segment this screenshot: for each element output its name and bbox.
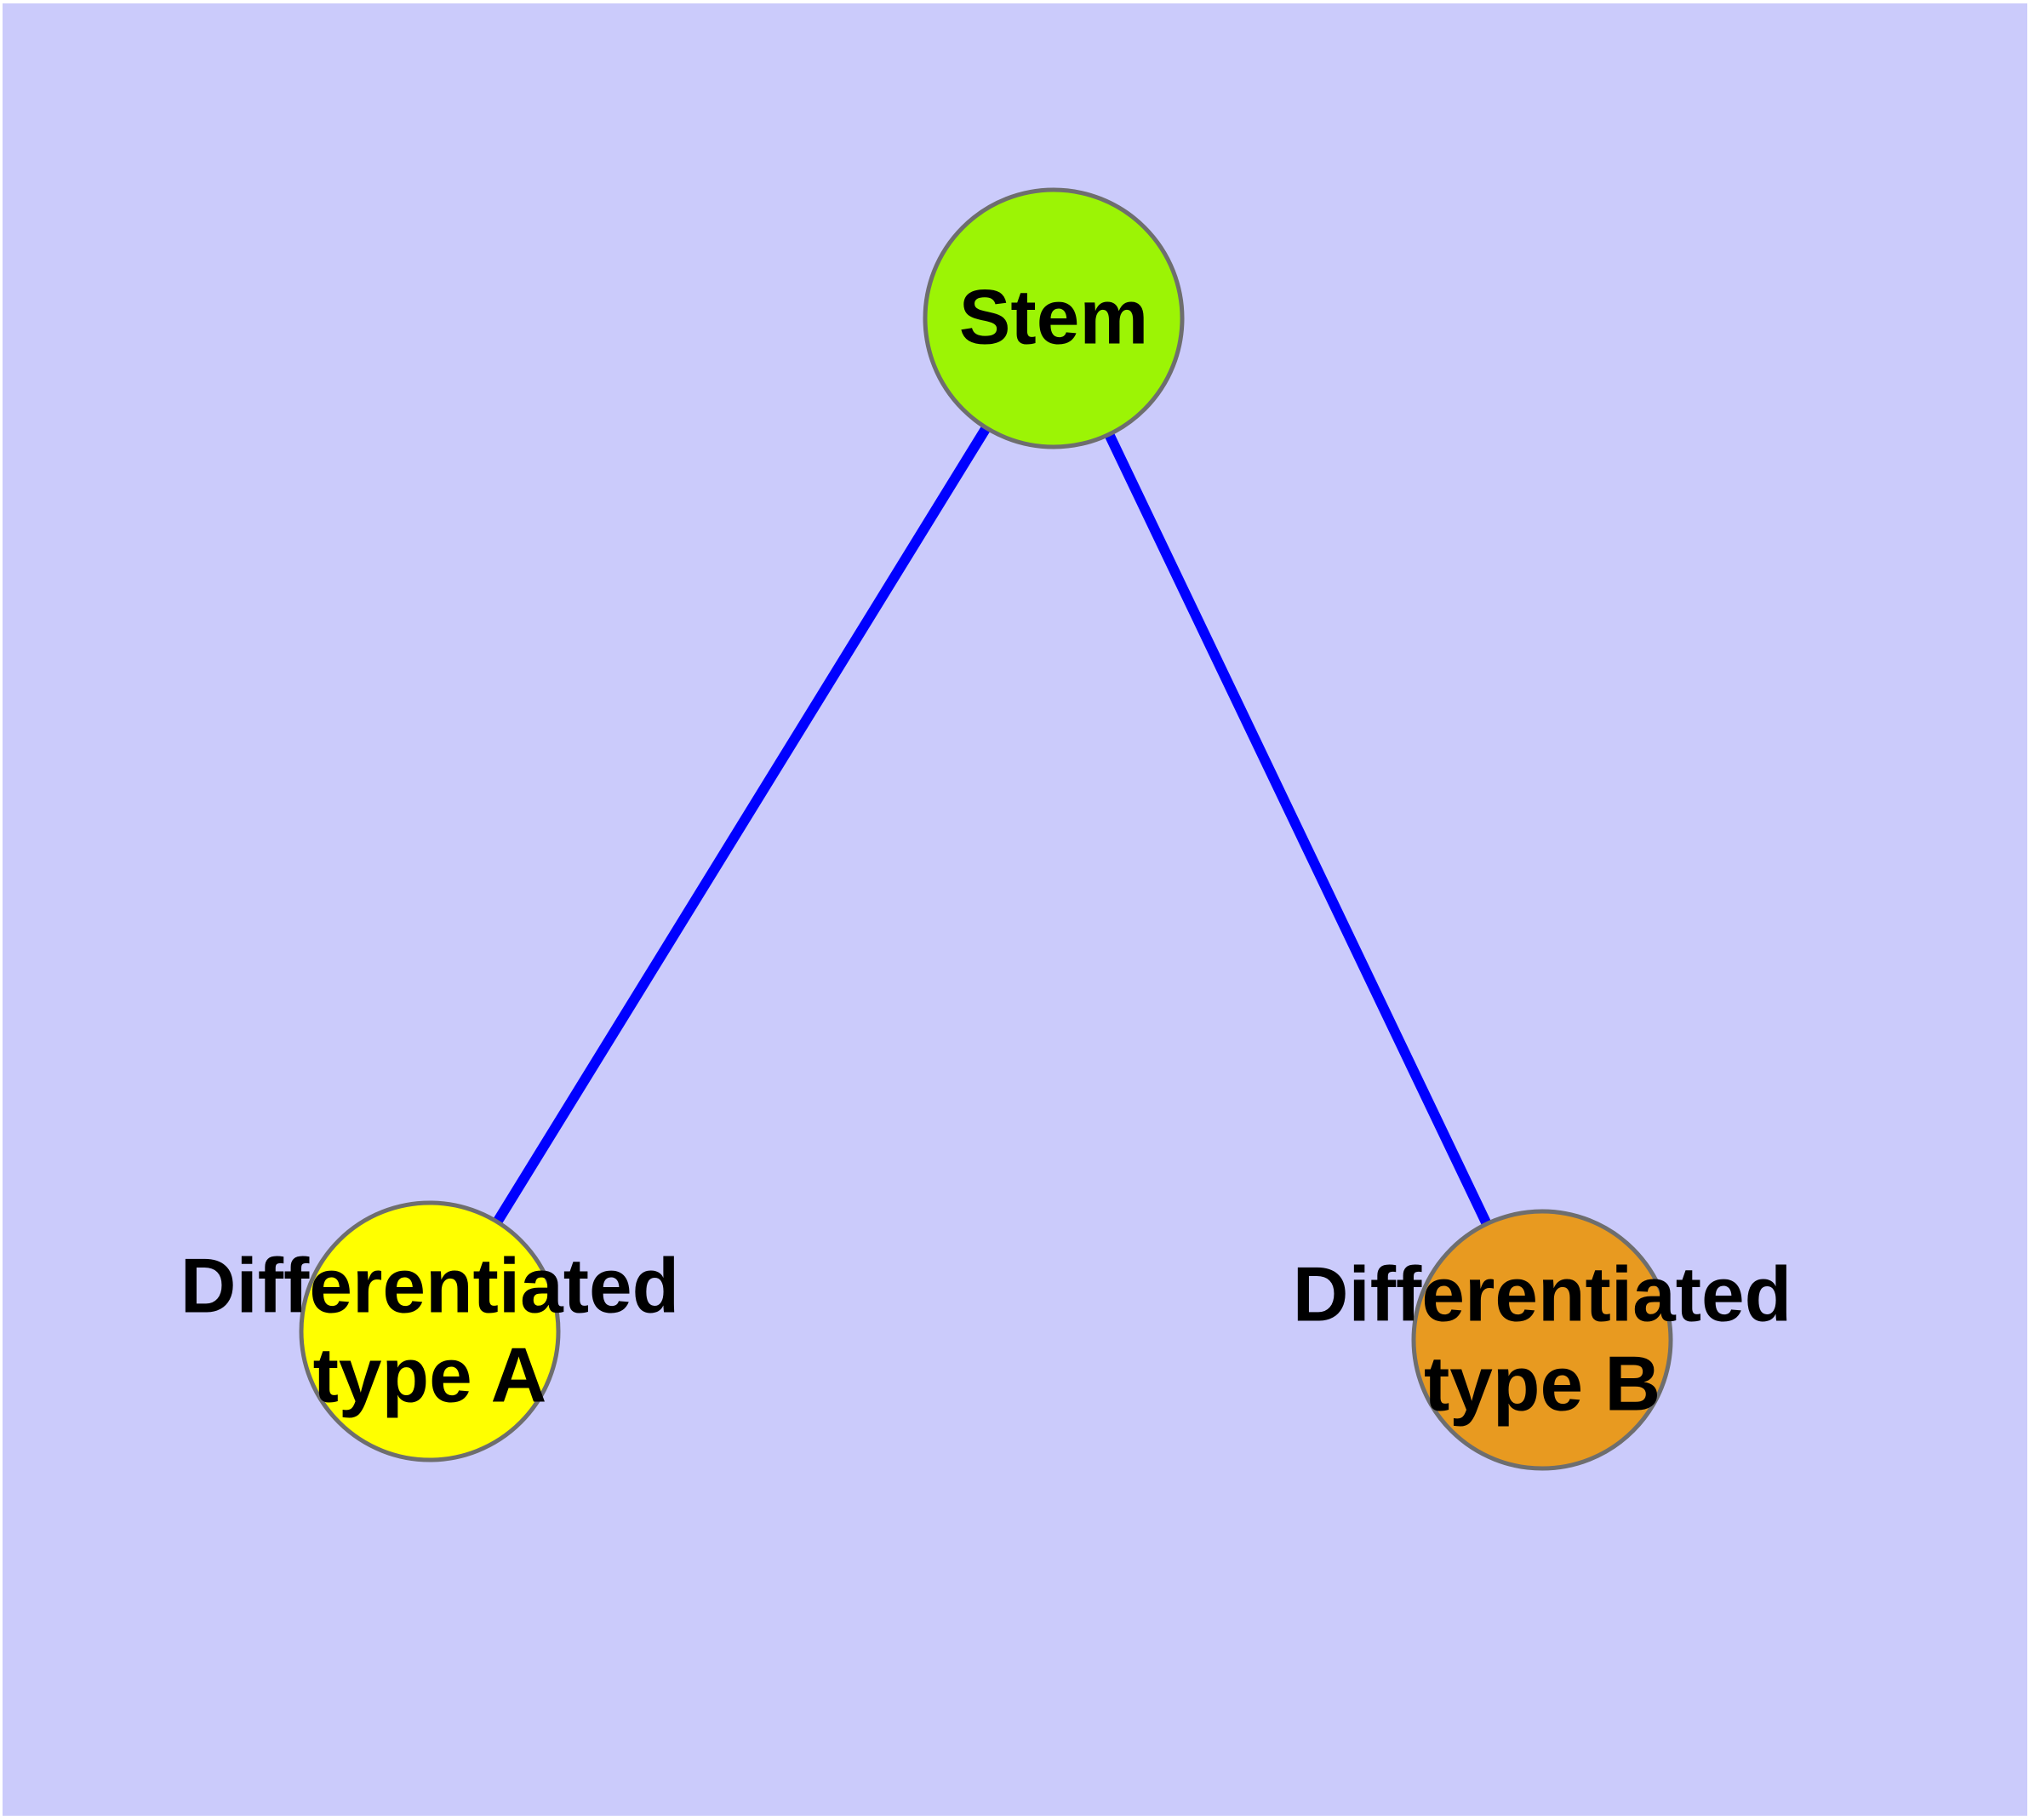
edge-stem-to-type-b: [1049, 316, 1547, 1342]
differentiated-type-b-node: [1411, 1209, 1673, 1471]
edge-stem-to-type-a: [425, 315, 1059, 1335]
differentiated-type-a-node: [299, 1200, 561, 1462]
differentiated-type-b-node-label: Differentiated type B: [1293, 1251, 1792, 1428]
type-b-label-line-2: type B: [1423, 1341, 1661, 1427]
type-a-label-line-1: Differentiated: [180, 1243, 680, 1330]
differentiated-type-a-node-label: Differentiated type A: [180, 1242, 680, 1420]
stem-node-label-text: Stem: [958, 274, 1149, 361]
stem-node: [923, 187, 1185, 449]
type-b-label-line-1: Differentiated: [1292, 1251, 1792, 1338]
stem-node-label: Stem: [959, 274, 1149, 363]
type-a-label-line-2: type A: [312, 1332, 547, 1418]
